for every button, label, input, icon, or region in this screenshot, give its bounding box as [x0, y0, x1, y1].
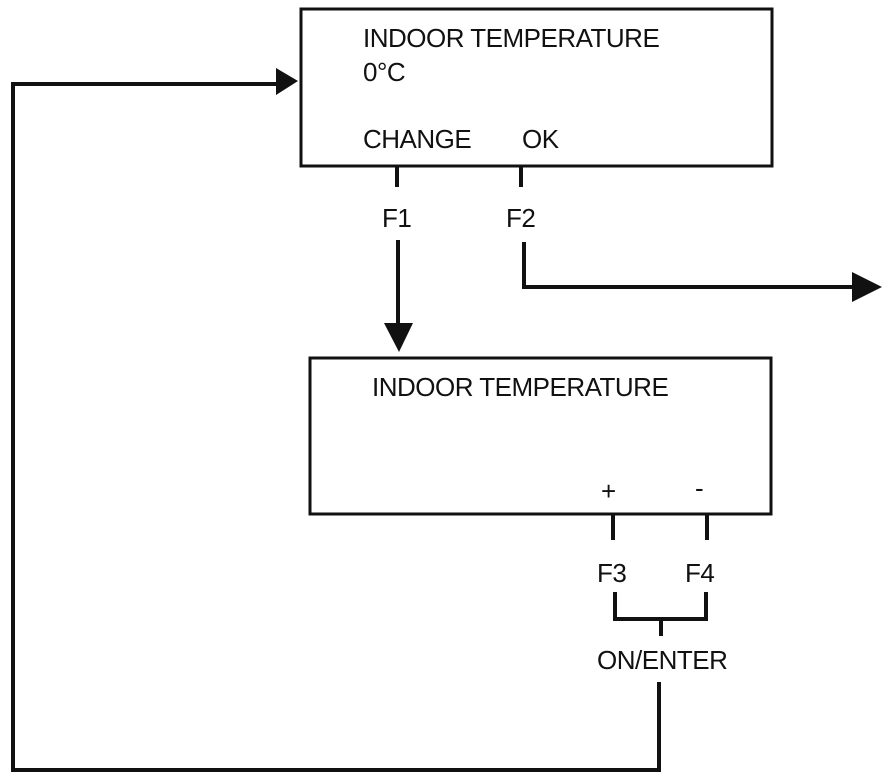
f1-arrow-head	[384, 323, 413, 352]
screen1-frame	[299, 7, 774, 168]
f3-f4-branch: F3 F4 ON/ENTER	[597, 514, 728, 675]
softkey-change-label[interactable]: CHANGE	[363, 124, 472, 154]
softkey-ok-label[interactable]: OK	[522, 124, 560, 154]
f1-branch: F1	[382, 165, 413, 352]
f2-key-label[interactable]: F2	[506, 203, 536, 233]
screen1-title: INDOOR TEMPERATURE	[363, 23, 659, 53]
screen2: INDOOR TEMPERATURE + -	[308, 356, 773, 516]
f3-key-label[interactable]: F3	[597, 558, 627, 588]
f1-key-label[interactable]: F1	[382, 203, 412, 233]
loop-arrow-head	[276, 68, 298, 95]
f4-key-label[interactable]: F4	[685, 558, 715, 588]
screen1: INDOOR TEMPERATURE 0°C CHANGE OK	[299, 7, 774, 168]
on-enter-key-label[interactable]: ON/ENTER	[597, 645, 728, 675]
softkey-minus-label[interactable]: -	[695, 473, 704, 503]
f2-arrow-head	[852, 272, 882, 302]
return-loop	[11, 68, 661, 772]
screen2-title: INDOOR TEMPERATURE	[372, 372, 668, 402]
f2-branch: F2	[506, 165, 882, 302]
screen2-frame	[308, 356, 773, 516]
screen1-value: 0°C	[363, 57, 405, 87]
softkey-plus-label[interactable]: +	[601, 476, 616, 506]
